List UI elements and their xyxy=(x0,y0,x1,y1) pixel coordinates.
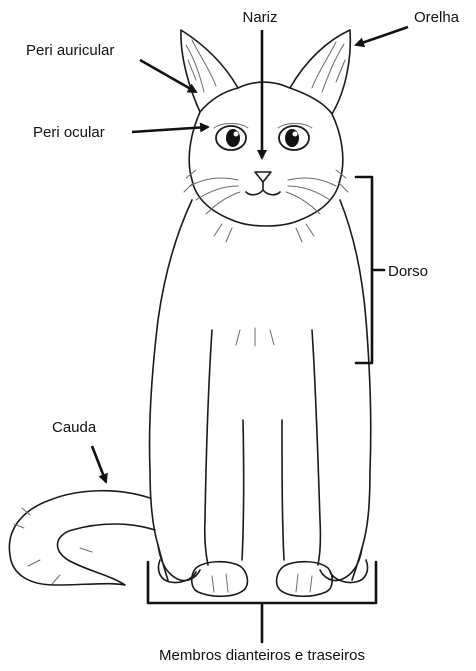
arrow-orelha xyxy=(356,27,408,45)
cat-illustration xyxy=(9,30,370,596)
label-membros: Membros dianteiros e traseiros xyxy=(159,647,365,664)
label-dorso: Dorso xyxy=(388,263,428,280)
bracket-membros xyxy=(148,562,376,642)
cat-left-eye xyxy=(216,126,246,150)
cat-front-right-paw xyxy=(277,562,333,597)
arrow-cauda xyxy=(92,446,106,482)
label-peri-ocular: Peri ocular xyxy=(33,124,105,141)
arrow-peri-ocular xyxy=(132,127,208,132)
label-nariz: Nariz xyxy=(242,9,277,26)
label-orelha: Orelha xyxy=(414,9,460,26)
cat-tail xyxy=(9,491,155,585)
label-cauda: Cauda xyxy=(52,419,97,436)
cat-front-left-paw xyxy=(192,562,248,597)
cat-right-eye xyxy=(279,126,309,150)
cat-nose xyxy=(255,172,271,182)
cat-head xyxy=(189,82,343,226)
cat-body xyxy=(149,200,370,580)
cat-right-ear xyxy=(290,30,350,114)
cat-back-paws xyxy=(158,560,367,583)
cat-front-legs xyxy=(205,330,321,565)
label-peri-auricular: Peri auricular xyxy=(26,42,114,59)
